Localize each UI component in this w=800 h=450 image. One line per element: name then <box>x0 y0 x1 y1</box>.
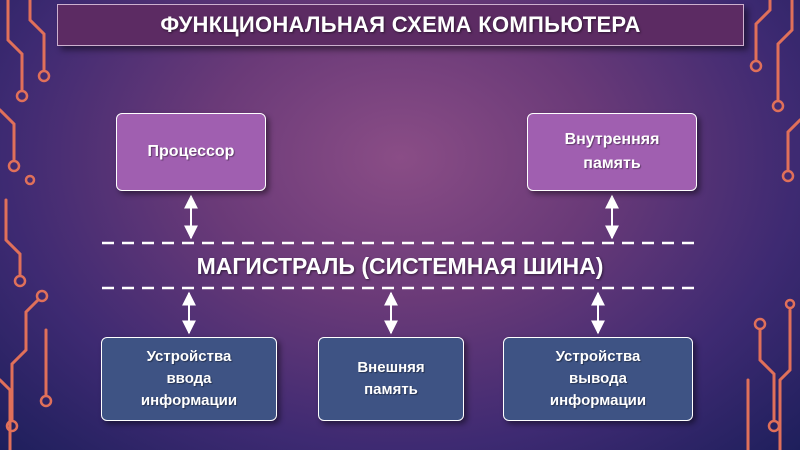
external-memory-label-line-1: Внешняя <box>357 359 425 377</box>
input-devices-box: Устройства ввода информации <box>101 337 277 421</box>
input-devices-label-line-3: информации <box>140 391 238 409</box>
output-devices-box: Устройства вывода информации <box>503 337 693 421</box>
internal-memory-box: Внутренняя память <box>527 113 697 191</box>
external-memory-box: Внешняя память <box>318 337 464 421</box>
page-title: ФУНКЦИОНАЛЬНАЯ СХЕМА КОМПЬЮТЕРА <box>160 12 641 37</box>
circuit-decoration-right <box>746 0 800 450</box>
output-devices-label-line-3: информации <box>549 391 647 409</box>
circuit-decoration-left <box>0 0 53 450</box>
external-memory-label-line-2: память <box>364 381 418 398</box>
processor-label: Процессор <box>147 143 235 160</box>
input-devices-label-line-1: Устройства <box>146 348 232 366</box>
input-devices-label-line-2: ввода <box>166 370 212 388</box>
processor-box: Процессор <box>116 113 266 191</box>
output-devices-label-line-2: вывода <box>569 370 627 388</box>
title-bar: ФУНКЦИОНАЛЬНАЯ СХЕМА КОМПЬЮТЕРА <box>57 4 744 46</box>
output-devices-label-line-1: Устройства <box>555 348 641 366</box>
internal-memory-label-line-2: память <box>583 155 641 172</box>
internal-memory-label-line-1: Внутренняя <box>564 131 660 148</box>
bus-label: МАГИСТРАЛЬ (СИСТЕМНАЯ ШИНА) <box>196 252 604 279</box>
